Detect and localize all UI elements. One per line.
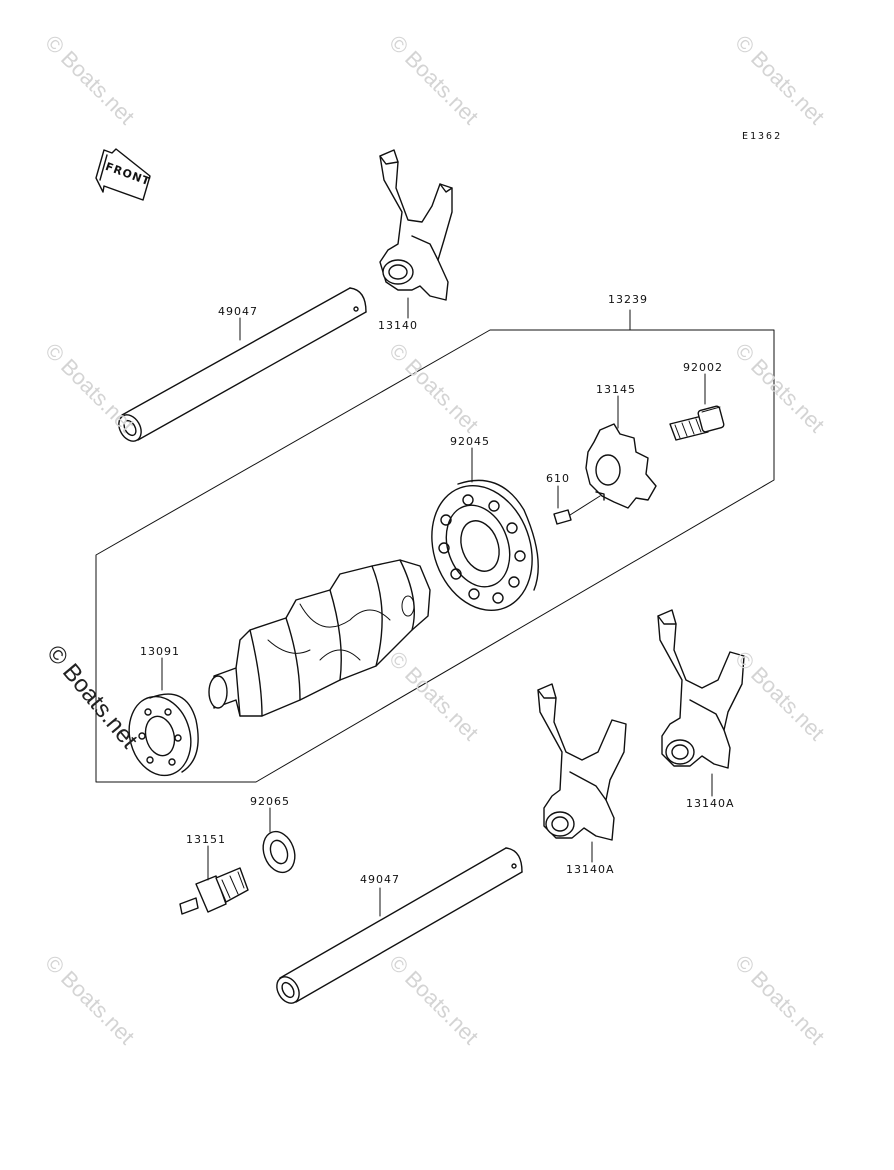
part-label-bolt: 92002 bbox=[683, 361, 723, 374]
part-label-pin: 610 bbox=[546, 472, 570, 485]
bearing-small-part bbox=[128, 690, 200, 777]
shift-fork-right bbox=[657, 609, 745, 769]
diagram-code: E1362 bbox=[742, 131, 783, 142]
shift-rod-top bbox=[118, 287, 367, 442]
pin-part bbox=[553, 495, 601, 525]
star-plate-part bbox=[585, 423, 657, 509]
part-label-switch: 13151 bbox=[186, 833, 226, 846]
bearing-large-part bbox=[431, 479, 540, 612]
part-label-shaft-bottom: 49047 bbox=[360, 873, 400, 886]
leader-lines bbox=[161, 297, 713, 917]
bolt-part bbox=[669, 405, 725, 441]
part-label-fork-top: 13140 bbox=[378, 319, 418, 332]
neutral-switch-part bbox=[179, 867, 249, 915]
front-arrow-icon bbox=[95, 148, 151, 201]
part-label-shaft-top: 49047 bbox=[218, 305, 258, 318]
part-label-drum-assembly: 13239 bbox=[608, 293, 648, 306]
shift-drum-part bbox=[208, 559, 431, 717]
part-label-fork-right: 13140A bbox=[686, 797, 735, 810]
assembly-bracket bbox=[95, 309, 775, 783]
shift-fork-mid bbox=[537, 683, 627, 841]
part-label-bearing-small: 13091 bbox=[140, 645, 180, 658]
shift-rod-bottom bbox=[276, 847, 523, 1004]
part-label-fork-mid: 13140A bbox=[566, 863, 615, 876]
part-label-washer: 92065 bbox=[250, 795, 290, 808]
part-label-star-plate: 13145 bbox=[596, 383, 636, 396]
washer-part bbox=[262, 830, 296, 874]
part-label-bearing-large: 92045 bbox=[450, 435, 490, 448]
shift-fork-top bbox=[379, 149, 453, 301]
